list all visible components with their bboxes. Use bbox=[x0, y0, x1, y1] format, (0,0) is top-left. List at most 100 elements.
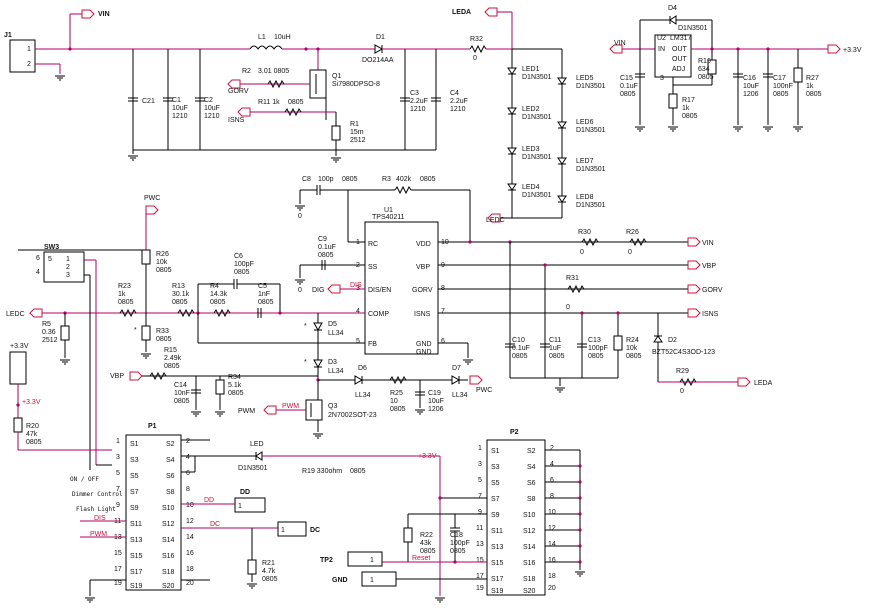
u2-label: U2 bbox=[657, 35, 666, 42]
p2-n4: 4 bbox=[550, 461, 554, 468]
c10-value: 0.1uF bbox=[512, 345, 530, 352]
c17-value: 100nF bbox=[773, 83, 793, 90]
led2-value: D1N3501 bbox=[522, 114, 552, 121]
p2-pins: S1 S3 S5 S7 S9 S11 S13 S15 S17 S19 S2 S4… bbox=[476, 445, 556, 595]
led3-label: LED3 bbox=[522, 146, 540, 153]
r33-resistor bbox=[141, 325, 151, 341]
p2-s10: S10 bbox=[523, 512, 536, 519]
u1-label: U1 bbox=[384, 207, 393, 214]
c4-label: C4 bbox=[450, 90, 459, 97]
u1-pin-vbp: VBP bbox=[416, 264, 430, 271]
p2-s11: S11 bbox=[491, 528, 503, 535]
u1-pin-ss: SS bbox=[368, 264, 378, 271]
p1-s20: S20 bbox=[162, 583, 175, 590]
r29-label: R29 bbox=[676, 368, 689, 375]
p2-n12: 12 bbox=[548, 525, 556, 532]
v33-net-label: +3.3V bbox=[22, 399, 41, 406]
j1-connector bbox=[9, 39, 36, 73]
sw3-switch bbox=[43, 251, 85, 283]
p1-n6: 6 bbox=[186, 470, 190, 477]
p1-n1: 1 bbox=[116, 438, 120, 445]
r4-value: 14.3k bbox=[210, 291, 228, 298]
sw3-label: SW3 bbox=[44, 244, 59, 251]
isns-flag-q1: ISNS bbox=[228, 117, 245, 124]
p1-n5: 5 bbox=[116, 470, 120, 477]
c3-package: 1210 bbox=[410, 106, 426, 113]
u1-pin-fb: FB bbox=[368, 341, 377, 348]
p2-n20: 20 bbox=[548, 585, 556, 592]
p1-label: P1 bbox=[148, 423, 157, 430]
r4-label: R4 bbox=[210, 283, 219, 290]
q3-value: 2N7002SOT-23 bbox=[328, 412, 377, 419]
u1-pin-disen: DIS/EN bbox=[368, 287, 391, 294]
p2-n7: 7 bbox=[478, 493, 482, 500]
pwc-flag-right: PWC bbox=[476, 387, 492, 394]
p2-n11: 11 bbox=[476, 525, 483, 532]
p2-s18: S18 bbox=[523, 576, 536, 583]
p2-connector bbox=[486, 439, 546, 596]
r20-value: 47k bbox=[26, 431, 38, 438]
led2-label: LED2 bbox=[522, 106, 540, 113]
gorv-flag-q1: GORV bbox=[228, 88, 249, 95]
dd-box bbox=[234, 497, 266, 513]
vin-flag-top: VIN bbox=[98, 11, 110, 18]
r13-package: 0805 bbox=[172, 299, 188, 306]
p1-n19: 19 bbox=[114, 580, 122, 587]
gnd-box bbox=[361, 571, 397, 587]
r3-value: 402k bbox=[396, 176, 412, 183]
r33-star: * bbox=[134, 327, 137, 334]
sw3-pin1: 1 bbox=[66, 256, 70, 263]
p1-s7: S7 bbox=[130, 489, 139, 496]
c6-value: 100pF bbox=[234, 261, 254, 268]
d5-star: * bbox=[304, 323, 307, 330]
r21-label: R21 bbox=[262, 560, 275, 567]
tp2-pin: 1 bbox=[370, 557, 374, 564]
u1-num-4: 4 bbox=[356, 308, 360, 315]
led3-value: D1N3501 bbox=[522, 154, 552, 161]
p1-connector bbox=[125, 434, 182, 591]
r22-value: 43k bbox=[420, 540, 432, 547]
sw3-pin4: 4 bbox=[36, 269, 40, 276]
gnd-box-label: GND bbox=[332, 577, 348, 584]
d3-star: * bbox=[304, 359, 307, 366]
c8-package: 0805 bbox=[342, 176, 358, 183]
led1-value: D1N3501 bbox=[522, 74, 552, 81]
dig-flag: DIG bbox=[312, 287, 324, 294]
r13-label: R13 bbox=[172, 283, 185, 290]
c1-value: 10uF bbox=[172, 105, 188, 112]
r26-label: R26 bbox=[626, 229, 639, 236]
p1-s18: S18 bbox=[162, 569, 175, 576]
dc-net-label: DC bbox=[210, 521, 220, 528]
p1-s2: S2 bbox=[166, 441, 175, 448]
c21-label: C21 bbox=[142, 98, 155, 105]
p2-n17: 17 bbox=[476, 573, 484, 580]
p1-s5: S5 bbox=[130, 473, 139, 480]
r19-label: R19 330ohm bbox=[302, 468, 342, 475]
p2-n19: 19 bbox=[476, 585, 484, 592]
c10-label: C10 bbox=[512, 337, 525, 344]
d5-value: LL34 bbox=[328, 330, 344, 337]
p1-s11: S11 bbox=[130, 521, 142, 528]
vbp-flag-u1: VBP bbox=[702, 263, 716, 270]
leda-flag-top: LEDA bbox=[452, 9, 471, 16]
c8-label: C8 bbox=[302, 176, 311, 183]
c5-package: 0805 bbox=[258, 299, 274, 306]
p2-s9: S9 bbox=[491, 512, 500, 519]
u1-pin-isns: ISNS bbox=[414, 311, 431, 318]
v33-box bbox=[9, 351, 27, 385]
r34-label: R34 bbox=[228, 374, 241, 381]
j1-label: J1 bbox=[4, 32, 12, 39]
vin-flag-reg: VIN bbox=[614, 40, 626, 47]
r25-value: 10 bbox=[390, 398, 398, 405]
r26-value: 0 bbox=[628, 249, 632, 256]
p1-n14: 14 bbox=[186, 534, 194, 541]
gorv-flag-u1: GORV bbox=[702, 287, 723, 294]
r15-package: 0805 bbox=[164, 363, 180, 370]
r26-left-resistor bbox=[141, 249, 151, 265]
r33-label: R33 bbox=[156, 328, 169, 335]
c9-value: 0.1uF bbox=[318, 244, 336, 251]
r17-label: R17 bbox=[682, 97, 695, 104]
r13-value: 30.1k bbox=[172, 291, 190, 298]
u2-out-b: OUT bbox=[672, 56, 688, 63]
